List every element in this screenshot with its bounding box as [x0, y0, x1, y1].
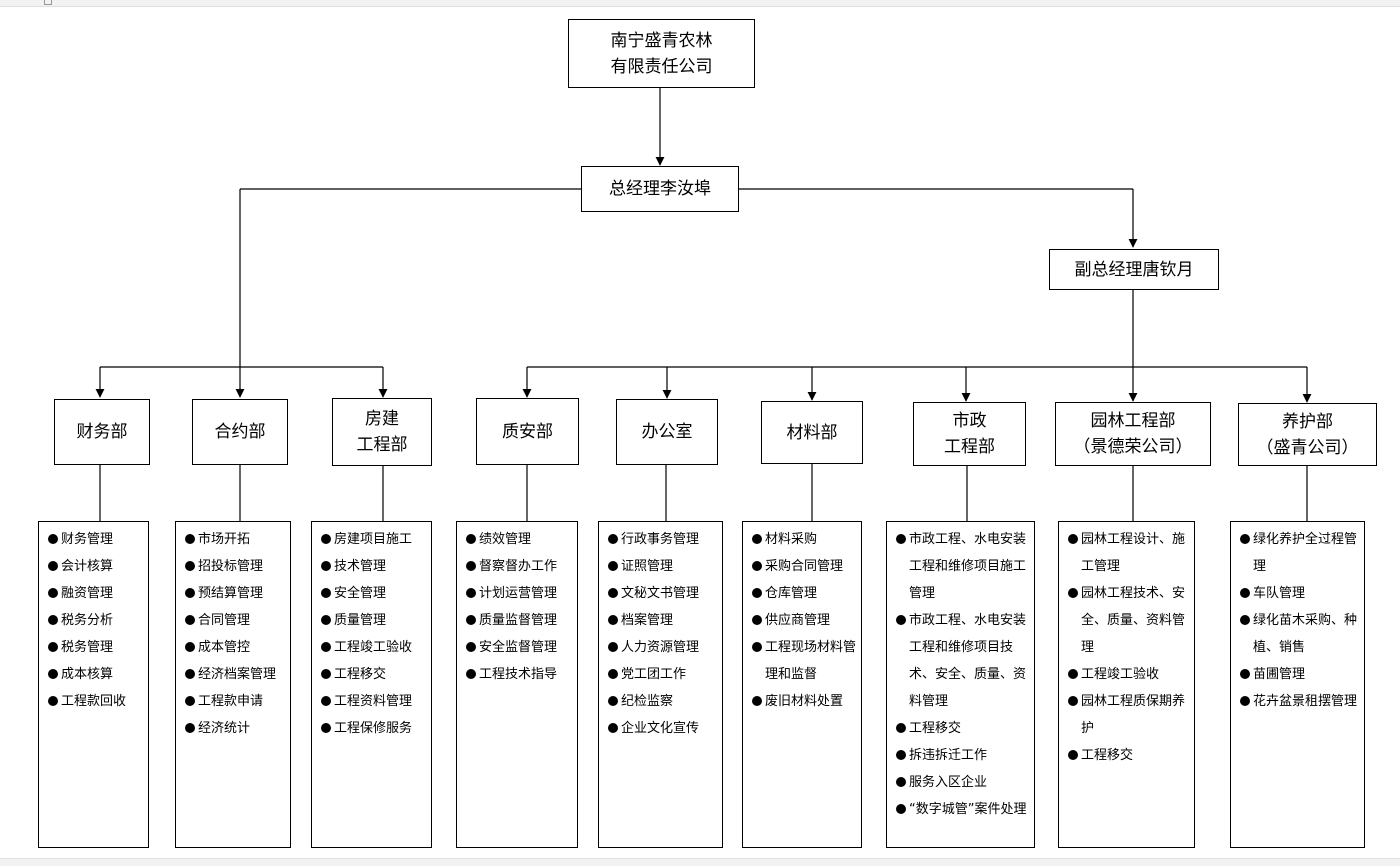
duty-item: 花卉盆景租摆管理	[1239, 688, 1360, 715]
duty-item: 采购合同管理	[751, 553, 857, 580]
duties-municipal-engineering: 市政工程、水电安装工程和维修项目施工管理市政工程、水电安装工程和维修项目技术、安…	[886, 521, 1035, 848]
duty-item: 安全监督管理	[465, 634, 573, 661]
dept-name: 园林工程部 （景德荣公司）	[1073, 411, 1193, 457]
duty-item: 档案管理	[607, 607, 718, 634]
dept-finance: 财务部	[54, 399, 150, 465]
duty-item: 人力资源管理	[607, 634, 718, 661]
duty-item: 工程现场材料管理和监督	[751, 634, 857, 688]
duty-item: 材料采购	[751, 526, 857, 553]
duty-item: 绿化养护全过程管理	[1239, 526, 1360, 580]
duty-item: 质量监督管理	[465, 607, 573, 634]
duty-item: 工程竣工验收	[1067, 661, 1190, 688]
dept-name: 房建 工程部	[356, 409, 408, 455]
duty-item: 市政工程、水电安装工程和维修项目施工管理	[895, 526, 1030, 607]
duty-item: 行政事务管理	[607, 526, 718, 553]
duty-item: 督察督办工作	[465, 553, 573, 580]
duty-item: 车队管理	[1239, 580, 1360, 607]
deputy-manager-node: 副总经理唐钦月	[1049, 249, 1219, 290]
duty-item: 工程保修服务	[320, 715, 427, 742]
window-top-bar	[0, 0, 1400, 7]
duty-item: 税务管理	[47, 634, 144, 661]
duty-item: 会计核算	[47, 553, 144, 580]
dept-name: 财务部	[76, 422, 128, 442]
duty-item: 融资管理	[47, 580, 144, 607]
duty-item: 绿化苗木采购、种植、销售	[1239, 607, 1360, 661]
dept-office: 办公室	[616, 399, 718, 465]
company-node: 南宁盛青农林 有限责任公司	[568, 19, 755, 88]
dept-name: 材料部	[786, 422, 838, 443]
company-name: 南宁盛青农林 有限责任公司	[610, 30, 713, 77]
duties-landscape-engineering: 园林工程设计、施工管理园林工程技术、安全、质量、资料管理工程竣工验收园林工程质保…	[1058, 521, 1195, 848]
duty-item: 成本管控	[184, 634, 286, 661]
duties-contract: 市场开拓招投标管理预结算管理合同管理成本管控经济档案管理工程款申请经济统计	[175, 521, 291, 848]
dept-housing-engineering: 房建 工程部	[332, 398, 432, 466]
deputy-manager-label: 副总经理唐钦月	[1074, 259, 1194, 280]
duty-item: 苗圃管理	[1239, 661, 1360, 688]
duty-item: 绩效管理	[465, 526, 573, 553]
duty-item: 服务入区企业	[895, 769, 1030, 796]
dept-quality-safety: 质安部	[476, 398, 579, 465]
dept-name: 市政 工程部	[944, 411, 995, 457]
duty-item: 园林工程设计、施工管理	[1067, 526, 1190, 580]
duty-item: 工程款申请	[184, 688, 286, 715]
dept-landscape-engineering: 园林工程部 （景德荣公司）	[1055, 402, 1211, 466]
duties-maintenance: 绿化养护全过程管理车队管理绿化苗木采购、种植、销售苗圃管理花卉盆景租摆管理	[1230, 521, 1365, 848]
duty-item: 企业文化宣传	[607, 715, 718, 742]
duty-item: 党工团工作	[607, 661, 718, 688]
duty-item: “数字城管”案件处理	[895, 796, 1030, 823]
duty-item: 招投标管理	[184, 553, 286, 580]
duty-item: 工程移交	[1067, 742, 1190, 769]
duty-item: 计划运营管理	[465, 580, 573, 607]
duty-item: 工程资料管理	[320, 688, 427, 715]
duty-item: 财务管理	[47, 526, 144, 553]
duty-item: 合同管理	[184, 607, 286, 634]
duty-item: 供应商管理	[751, 607, 857, 634]
dept-name: 合约部	[214, 422, 266, 442]
duties-office: 行政事务管理证照管理文秘文书管理档案管理人力资源管理党工团工作纪检监察企业文化宣…	[598, 521, 723, 848]
dept-municipal-engineering: 市政 工程部	[913, 402, 1026, 466]
dept-materials: 材料部	[761, 401, 863, 464]
duty-item: 质量管理	[320, 607, 427, 634]
duty-item: 安全管理	[320, 580, 427, 607]
duties-housing-engineering: 房建项目施工技术管理安全管理质量管理工程竣工验收工程移交工程资料管理工程保修服务	[311, 521, 432, 848]
duty-item: 市政工程、水电安装工程和维修项目技术、安全、质量、资料管理	[895, 607, 1030, 715]
general-manager-node: 总经理李汝埠	[581, 166, 739, 212]
duty-item: 房建项目施工	[320, 526, 427, 553]
duty-item: 工程移交	[895, 715, 1030, 742]
duty-item: 经济统计	[184, 715, 286, 742]
duty-item: 工程竣工验收	[320, 634, 427, 661]
duty-item: 技术管理	[320, 553, 427, 580]
duty-item: 园林工程质保期养护	[1067, 688, 1190, 742]
dept-name: 质安部	[502, 421, 553, 442]
duty-item: 工程款回收	[47, 688, 144, 715]
duties-quality-safety: 绩效管理督察督办工作计划运营管理质量监督管理安全监督管理工程技术指导	[456, 521, 578, 848]
window-bottom-bar	[0, 858, 1400, 866]
duty-item: 成本核算	[47, 661, 144, 688]
duty-item: 预结算管理	[184, 580, 286, 607]
scroll-mark-icon	[44, 0, 52, 5]
duty-item: 拆违拆迁工作	[895, 742, 1030, 769]
duty-item: 文秘文书管理	[607, 580, 718, 607]
duty-item: 市场开拓	[184, 526, 286, 553]
duty-item: 仓库管理	[751, 580, 857, 607]
dept-name: 养护部 （盛青公司）	[1256, 411, 1359, 458]
duty-item: 工程技术指导	[465, 661, 573, 688]
duty-item: 工程移交	[320, 661, 427, 688]
duty-item: 经济档案管理	[184, 661, 286, 688]
duties-finance: 财务管理会计核算融资管理税务分析税务管理成本核算工程款回收	[38, 521, 149, 848]
duty-item: 园林工程技术、安全、质量、资料管理	[1067, 580, 1190, 661]
duties-materials: 材料采购采购合同管理仓库管理供应商管理工程现场材料管理和监督废旧材料处置	[742, 521, 862, 848]
dept-maintenance: 养护部 （盛青公司）	[1238, 403, 1377, 466]
duty-item: 税务分析	[47, 607, 144, 634]
dept-contract: 合约部	[192, 399, 288, 465]
dept-name: 办公室	[641, 422, 693, 442]
general-manager-label: 总经理李汝埠	[609, 179, 711, 199]
duty-item: 纪检监察	[607, 688, 718, 715]
duty-item: 证照管理	[607, 553, 718, 580]
duty-item: 废旧材料处置	[751, 688, 857, 715]
